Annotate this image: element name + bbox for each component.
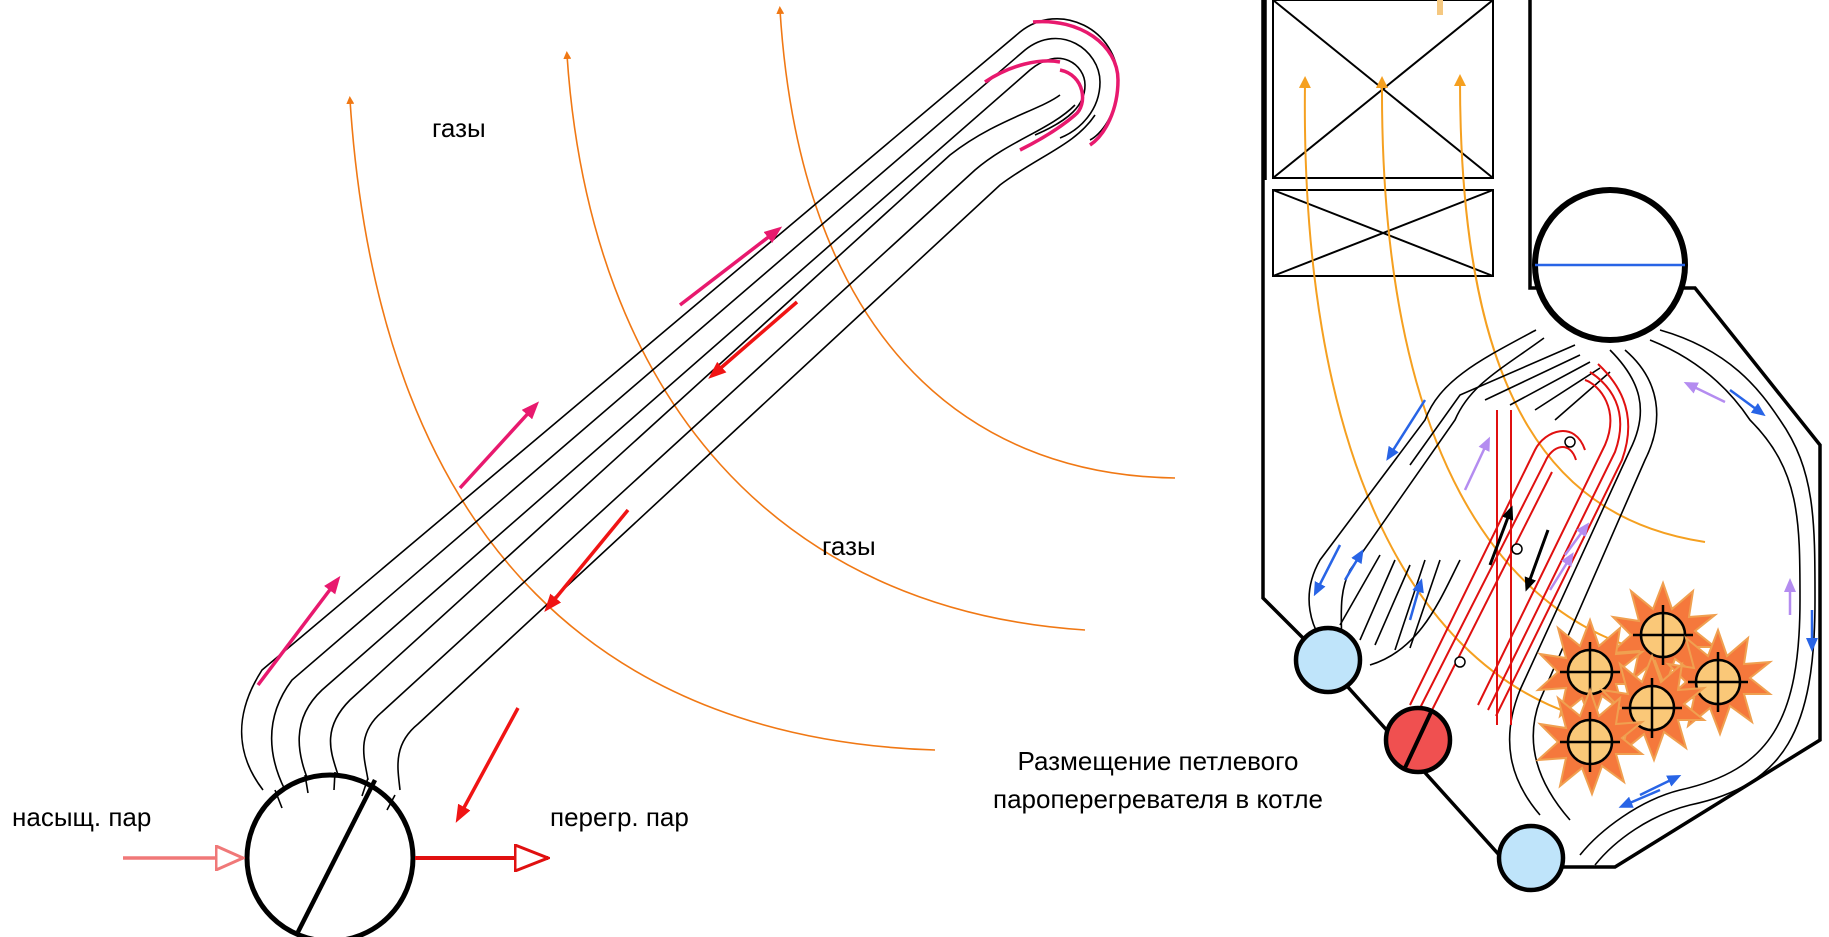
caption-line-1: Размещение петлевого (1017, 746, 1298, 776)
screen-tubes (1308, 329, 1816, 866)
saturated-steam-label: насыщ. пар (12, 802, 151, 832)
boiler-superheater-loop (1409, 363, 1630, 725)
gas-label-top: газы (432, 113, 486, 143)
steam-down-arrows (455, 300, 799, 823)
caption-line-2: пароперегревателя в котле (993, 784, 1323, 814)
gas-label-mid: газы (822, 531, 876, 561)
lower-drum-bottom (1496, 823, 1566, 893)
lower-drum-left (1293, 625, 1363, 695)
steam-drum (1532, 187, 1688, 343)
superheater-header (1383, 705, 1453, 775)
convective-pass-bottom (1272, 189, 1494, 277)
water-flow-arrows (1313, 388, 1818, 808)
loop-bend-highlight (984, 19, 1120, 152)
gas-flow-lines (346, 6, 1176, 751)
superheated-steam-label: перегр. пар (550, 802, 689, 832)
superheater-loop-tubes (240, 18, 1119, 791)
collector-drum (244, 771, 416, 937)
boiler-black-arrows (1488, 505, 1550, 592)
steam-up-arrows (256, 226, 783, 687)
riser-flow-arrows (1463, 381, 1796, 615)
boiler-small-markers (1454, 436, 1576, 668)
burners (1536, 581, 1772, 796)
convective-pass-top (1272, 0, 1494, 179)
